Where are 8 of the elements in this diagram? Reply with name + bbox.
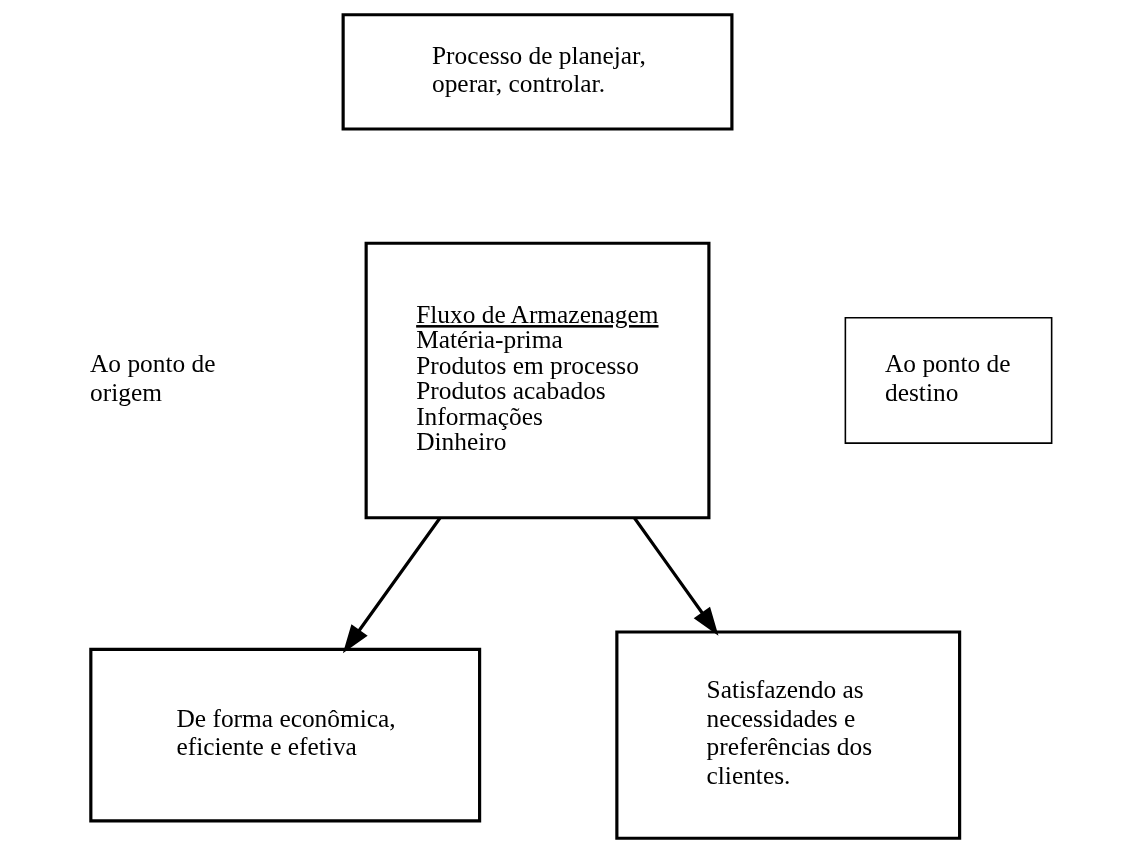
node-box: Satisfazendo as necessidades e preferências dos clientes. (615, 630, 962, 840)
node-box: Fluxo de Armazenagem Matéria-prima Produtos em processo Produtos acabados Informações Dinheiro (364, 241, 711, 520)
node-box: Processo de planejar, operar, controlar. (341, 13, 734, 131)
arrow (342, 517, 442, 654)
node-box: De forma econômica, eficiente e efetiva (89, 647, 482, 823)
node-box: Ao ponto de destino (844, 317, 1053, 444)
label: Ao ponto de origem (90, 349, 216, 406)
arrow (633, 517, 719, 636)
